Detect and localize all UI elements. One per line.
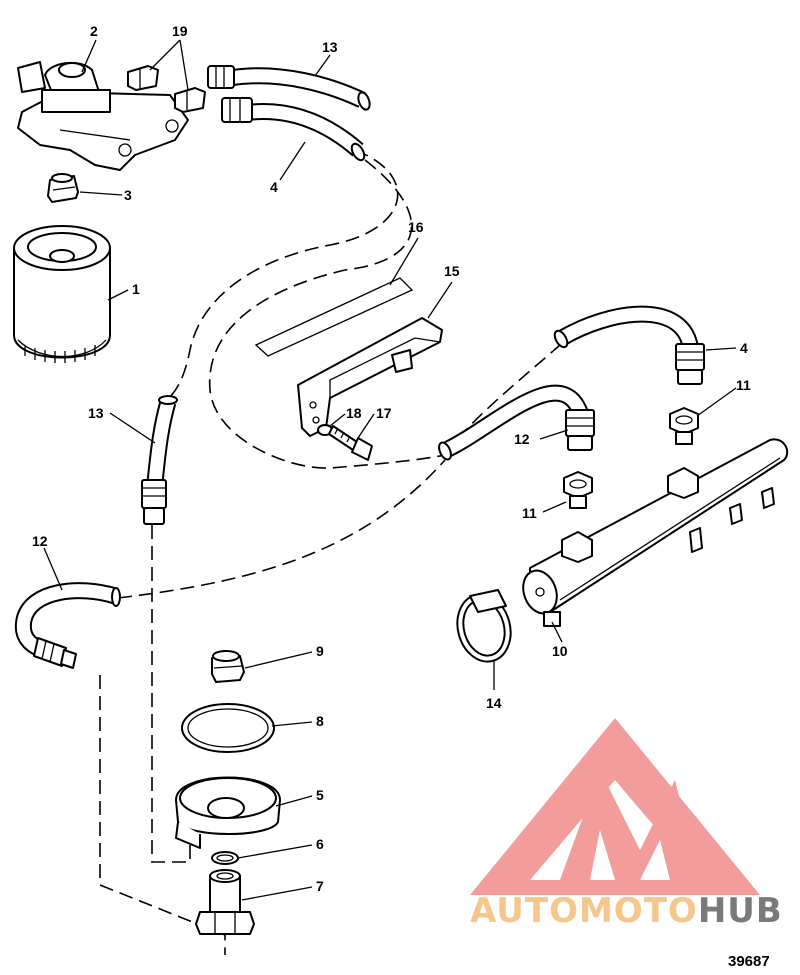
callout-19: 19 [172,23,188,39]
threaded-nipple-3 [47,173,79,203]
callout-9: 9 [316,643,324,659]
fitting-11-upper [669,407,699,445]
screw-17 [328,425,373,461]
figure-number: 39687 [728,953,770,970]
right-hose-4 [553,305,705,385]
callout-17: 17 [376,405,392,421]
callout-2: 2 [90,23,98,39]
watermark-text-part2: HUB [698,891,783,931]
watermark-text-part1: AUTOMOTO [470,891,698,931]
upper-hose-4 [221,97,366,162]
right-hose-12 [438,384,595,461]
callout-18: 18 [346,405,362,421]
upper-hose-13 [207,65,371,111]
callout-13-upper: 13 [322,39,338,55]
callout-1: 1 [132,281,140,297]
left-hose-12 [14,582,121,669]
filter-adapter-bracket [17,61,189,171]
distribution-block-10 [522,438,789,627]
watermark-m-shape [560,770,700,880]
threaded-nipple-9 [211,650,245,683]
callout-15: 15 [444,263,460,279]
callout-11-upper: 11 [736,377,751,393]
callout-14: 14 [486,695,502,711]
fitting-11-lower [563,471,593,509]
fitting-bolt-7 [195,869,255,935]
routing-dashed-lines [99,149,561,955]
callout-leaders [43,39,737,901]
callout-4-right: 4 [740,340,748,356]
lower-hose-13 [141,395,178,525]
callout-4-upper: 4 [270,179,278,195]
callout-5: 5 [316,787,324,803]
mounting-bracket-15 [297,317,443,437]
callout-12-left: 12 [32,533,48,549]
oil-filter [13,225,111,363]
callout-10: 10 [552,643,568,659]
decal-16 [254,277,414,357]
washer-6 [211,851,239,865]
hose-fittings-pair [127,65,206,113]
gasket-8 [181,703,275,753]
callout-13-lower: 13 [88,405,104,421]
callout-labels: 2 19 13 4 3 1 16 15 18 17 13 12 4 11 12 … [32,23,751,894]
callout-8: 8 [316,713,324,729]
watermark-logo [470,718,760,895]
callout-16: 16 [408,219,424,235]
hose-clamp-14 [456,589,512,663]
callout-7: 7 [316,878,324,894]
callout-12-right: 12 [514,431,530,447]
watermark-text: AUTOMOTOHUB [470,891,783,931]
callout-11-lower: 11 [522,505,537,521]
callout-6: 6 [316,836,324,852]
callout-3: 3 [124,187,132,203]
adapter-plate-5 [175,776,281,849]
